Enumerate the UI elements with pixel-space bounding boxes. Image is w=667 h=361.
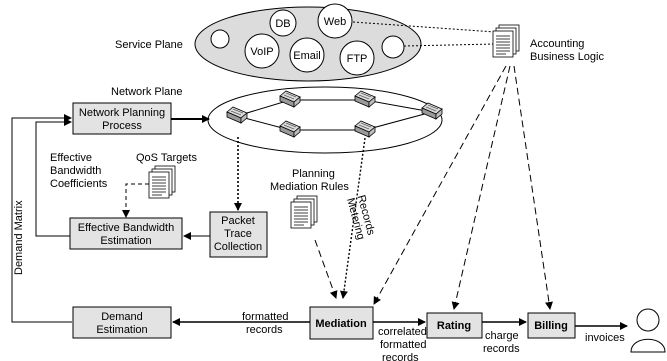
logic-to-rating-arrow	[451, 65, 511, 310]
network-planning-line1: Network Planning	[79, 107, 165, 119]
invoices-label: invoices	[585, 332, 625, 344]
qos-arrow	[122, 183, 149, 218]
demand-matrix-arrow	[11, 114, 72, 323]
service-empty-circle	[210, 29, 230, 49]
metering-records-label: Metering Records	[344, 194, 377, 241]
qos-targets-label: QoS Targets	[136, 152, 197, 164]
network-planning-line2: Process	[102, 120, 142, 132]
rating-label: Rating	[437, 320, 471, 332]
effective-bandwidth-estimation-box	[69, 217, 183, 250]
logic-to-billing-arrow	[513, 65, 553, 310]
accounting-docs-icon	[492, 24, 520, 58]
eb-coefficients-line3: Coefficients	[50, 178, 108, 190]
correlated-line3: records	[382, 352, 419, 361]
network-planning-box	[72, 102, 172, 135]
accounting-label-line2: Business Logic	[530, 51, 604, 63]
accounting-label-line1: Accounting	[530, 38, 584, 50]
charge-records-line2: records	[483, 343, 520, 355]
correlated-line2: formatted	[380, 339, 426, 351]
service-db	[269, 9, 297, 37]
service-web	[317, 3, 353, 39]
logic-to-mediation-arrow	[373, 65, 507, 305]
service-plane-label: Service Plane	[115, 39, 183, 51]
pmr-line1: Planning	[292, 168, 335, 180]
network-plane-label: Network Plane	[111, 86, 183, 98]
qos-docs-icon	[148, 165, 176, 199]
service-db-label: DB	[275, 18, 290, 30]
correlated-line1: correlated	[378, 326, 427, 338]
rules-to-mediation-arrow	[314, 239, 338, 299]
charge-records-line1: charge	[485, 330, 519, 342]
billing-label: Billing	[534, 320, 568, 332]
eb-coefficients-line2: Bandwidth	[50, 165, 101, 177]
ebe-line2: Estimation	[100, 235, 151, 247]
demand-matrix-label: Demand Matrix	[13, 200, 25, 275]
service-accounting-link	[403, 43, 496, 47]
packet-trace-line1: Packet	[221, 215, 255, 227]
ebe-line1: Effective Bandwidth	[78, 222, 174, 234]
billing-box	[527, 312, 576, 339]
mediation-label: Mediation	[315, 318, 367, 330]
demand-estimation-box	[72, 306, 172, 339]
metering-arrow	[339, 137, 366, 299]
service-ftp-label: FTP	[347, 53, 368, 65]
customer-icon	[630, 308, 666, 353]
service-email	[289, 37, 325, 73]
service-voip	[244, 33, 280, 69]
packet-trace-box	[209, 211, 268, 258]
service-web-label: Web	[324, 16, 346, 28]
mediation-rules-docs-icon	[290, 195, 318, 229]
service-email-label: Email	[293, 50, 321, 62]
service-ftp	[339, 40, 375, 76]
demand-estimation-line1: Demand	[101, 311, 143, 323]
pmr-line2: Mediation Rules	[270, 181, 349, 193]
packet-trace-line3: Collection	[214, 241, 262, 253]
packet-trace-line2: Trace	[224, 228, 252, 240]
service-voip-label: VoIP	[250, 46, 273, 58]
coefficients-arrow	[35, 118, 72, 237]
demand-estimation-line2: Estimation	[96, 324, 147, 336]
mediation-box	[309, 306, 374, 340]
service-empty-circle	[381, 35, 405, 59]
formatted-records-line1: formatted	[242, 311, 288, 323]
rating-box	[426, 312, 483, 339]
eb-coefficients-line1: Effective	[50, 152, 92, 164]
formatted-records-line2: records	[246, 324, 283, 336]
